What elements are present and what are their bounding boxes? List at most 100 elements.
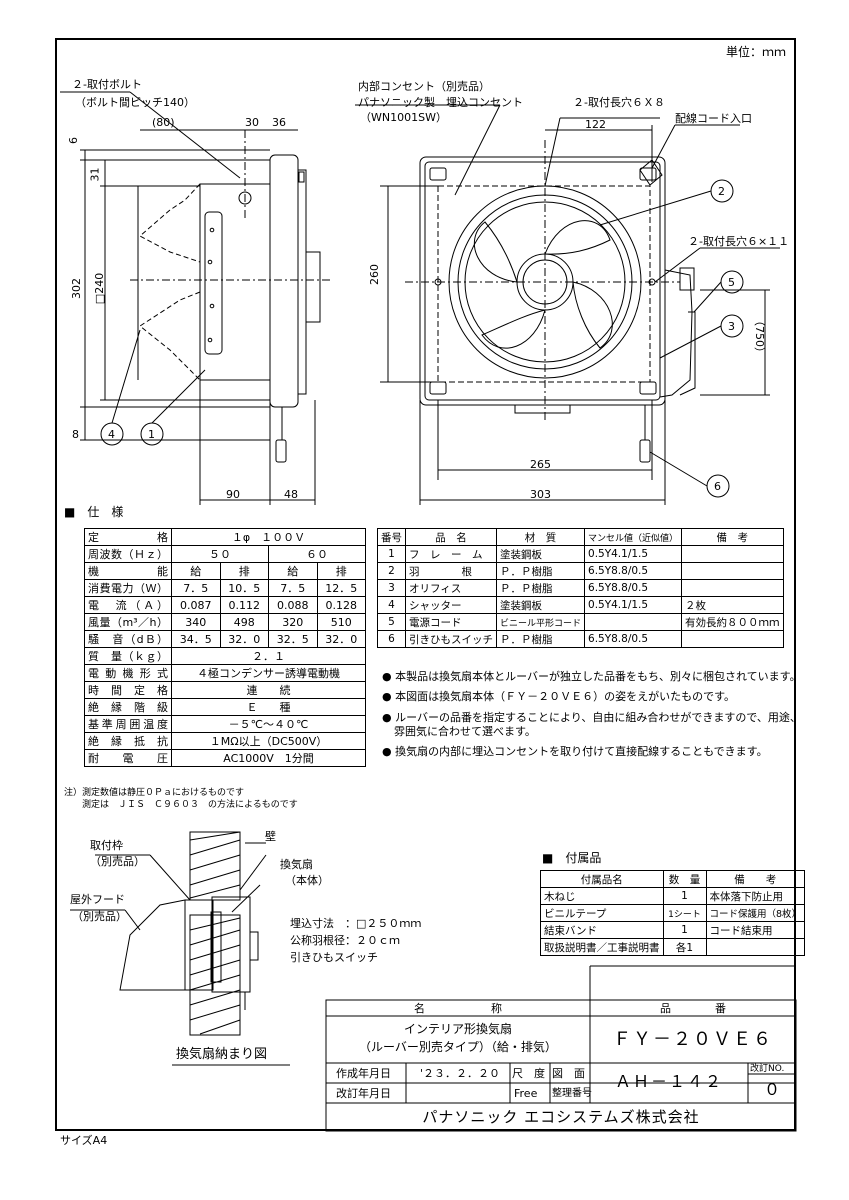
spec-func-label: 機 能 (84, 562, 172, 580)
callout-2: 2 (718, 185, 725, 198)
note-1: ● 本製品は換気扇本体とルーバーが独立した品番をもち、別々に梱包されています。 (382, 670, 801, 683)
note-2: ● 本図面は換気扇本体（ＦＹ－２０ＶＥ６）の姿をえがいたものです。 (382, 690, 736, 703)
callout-4: 4 (108, 428, 115, 441)
spec-cell: 0.087 (171, 596, 221, 614)
acc-cell: 1 (662, 887, 707, 905)
acc-header: 備 考 (705, 870, 806, 888)
dim-30: 30 (245, 116, 259, 129)
parts-cell (584, 613, 683, 631)
tb-name-2: （ルーバー別売タイプ）（給・排気） (359, 1040, 557, 1054)
tb-created-label: 作成年月日 (336, 1067, 391, 1080)
spec-row-label: 耐電圧 (84, 749, 172, 767)
parts-header: 備 考 (681, 528, 784, 546)
tb-scale-label: 尺 度 (512, 1067, 545, 1080)
install-dim-1: 埋込寸法 ：□２５０ｍｍ (290, 917, 422, 930)
parts-cell: 6.5Y8.8/0.5 (584, 579, 683, 597)
install-hood-label: 屋外フード (70, 893, 125, 906)
install-frame-sub: （別売品） (90, 855, 145, 868)
parts-cell: 羽 根 (405, 562, 497, 580)
drawing-frame (55, 38, 796, 1131)
tb-drawing-no-label: 整理番号 (552, 1088, 592, 1099)
parts-cell: 有効長約８００ｍｍ (681, 613, 784, 631)
parts-cell: 4 (377, 596, 406, 614)
spec-func: 給 (171, 562, 221, 580)
parts-cell: 3 (377, 579, 406, 597)
spec-cell: ２．１ (171, 647, 366, 665)
spec-cell: 34．5 (171, 630, 221, 648)
parts-header: 番号 (377, 528, 406, 546)
outlet-label-3: （WN1001SW） (360, 111, 447, 124)
parts-cell: 5 (377, 613, 406, 631)
parts-cell: フ レ ー ム (405, 545, 497, 563)
acc-cell: 1シート (662, 904, 707, 922)
spec-func: 排 (219, 562, 269, 580)
dim-90: 90 (226, 488, 240, 501)
spec-cell: 32．0 (316, 630, 366, 648)
spec-rated-value: １φ １００Ｖ (171, 528, 366, 546)
spec-row-label: 消費電力（Ｗ） (84, 579, 172, 597)
acc-header: 数 量 (662, 870, 707, 888)
parts-cell: 塗装鋼板 (495, 545, 586, 563)
callout-5: 5 (728, 276, 735, 289)
note-4: ● 換気扇の内部に埋込コンセントを取り付けて直接配線することもできます。 (382, 745, 768, 758)
callout-1: 1 (148, 428, 155, 441)
acc-cell: 取扱説明書／工事説明書 (540, 938, 664, 956)
spec-row-label: 時間定格 (84, 681, 172, 699)
cord-entry-label: 配線コード入口 (675, 112, 752, 125)
title-block (325, 965, 797, 1132)
spec-cell: 連 続 (171, 681, 366, 699)
dim-31: 31 (88, 167, 102, 182)
spec-cell: AC1000V 1分間 (171, 749, 366, 767)
parts-cell: Ｐ．Ｐ樹脂 (495, 562, 586, 580)
spec-row-label: 絶縁抵抗 (84, 732, 172, 750)
tb-code-label: 品 番 (660, 1002, 726, 1015)
spec-freq-label: 周波数（Ｈｚ） (84, 545, 172, 563)
spec-cell: 0.128 (316, 596, 366, 614)
dim-80: (80) (152, 116, 175, 129)
spec-cell: １MΩ以上（DC500V） (171, 732, 366, 750)
outlet-label-1: 内部コンセント（別売品） (358, 80, 490, 93)
acc-cell (705, 938, 806, 956)
front-view (355, 104, 780, 505)
spec-row-label: 電 流（Ａ） (84, 596, 172, 614)
spec-row-label: 風量（m³／h） (84, 613, 172, 631)
spec-cell: 12．5 (316, 579, 366, 597)
spec-cell: 498 (219, 613, 269, 631)
parts-cell: 引きひもスイッチ (405, 630, 497, 648)
tb-drawing-label: 図 面 (552, 1067, 585, 1080)
dim-240: □240 (93, 272, 107, 305)
spec-cell: 7．5 (268, 579, 318, 597)
spec-note-2: 測定は ＪＩＳ Ｃ９６０３ の方法によるものです (64, 800, 298, 810)
parts-cell: シャッター (405, 596, 497, 614)
parts-header: 品 名 (405, 528, 497, 546)
parts-header: マンセル値（近似値） (584, 528, 683, 546)
dim-8: 8 (72, 428, 79, 441)
spec-func: 排 (316, 562, 366, 580)
parts-cell (681, 545, 784, 563)
install-dim-3: 引きひもスイッチ (290, 951, 378, 964)
parts-cell: 2 (377, 562, 406, 580)
parts-cell: Ｐ．Ｐ樹脂 (495, 630, 586, 648)
dim-750: （750） (753, 315, 766, 358)
spec-freq-50: ５０ (171, 545, 269, 563)
installation-diagram (70, 831, 290, 1066)
parts-cell: 6.5Y8.8/0.5 (584, 630, 683, 648)
spec-rated-label: 定 格 (84, 528, 172, 546)
acc-cell: 木ねじ (540, 887, 664, 905)
callout-6: 6 (714, 480, 721, 493)
note-3b: 雰囲気に合わせて選べます。 (394, 725, 536, 738)
parts-cell: 電源コード (405, 613, 497, 631)
drawing-number: ＡＨ－１４２ (614, 1072, 723, 1091)
parts-header: 材 質 (495, 528, 586, 546)
spec-cell: 0.088 (268, 596, 318, 614)
acc-cell: 本体落下防止用 (705, 887, 806, 905)
install-dim-2: 公称羽根径：２０ｃｍ (290, 934, 400, 947)
acc-cell: コード結束用 (705, 921, 806, 939)
unit-label: 単位：ｍｍ (726, 45, 787, 59)
parts-cell (681, 562, 784, 580)
